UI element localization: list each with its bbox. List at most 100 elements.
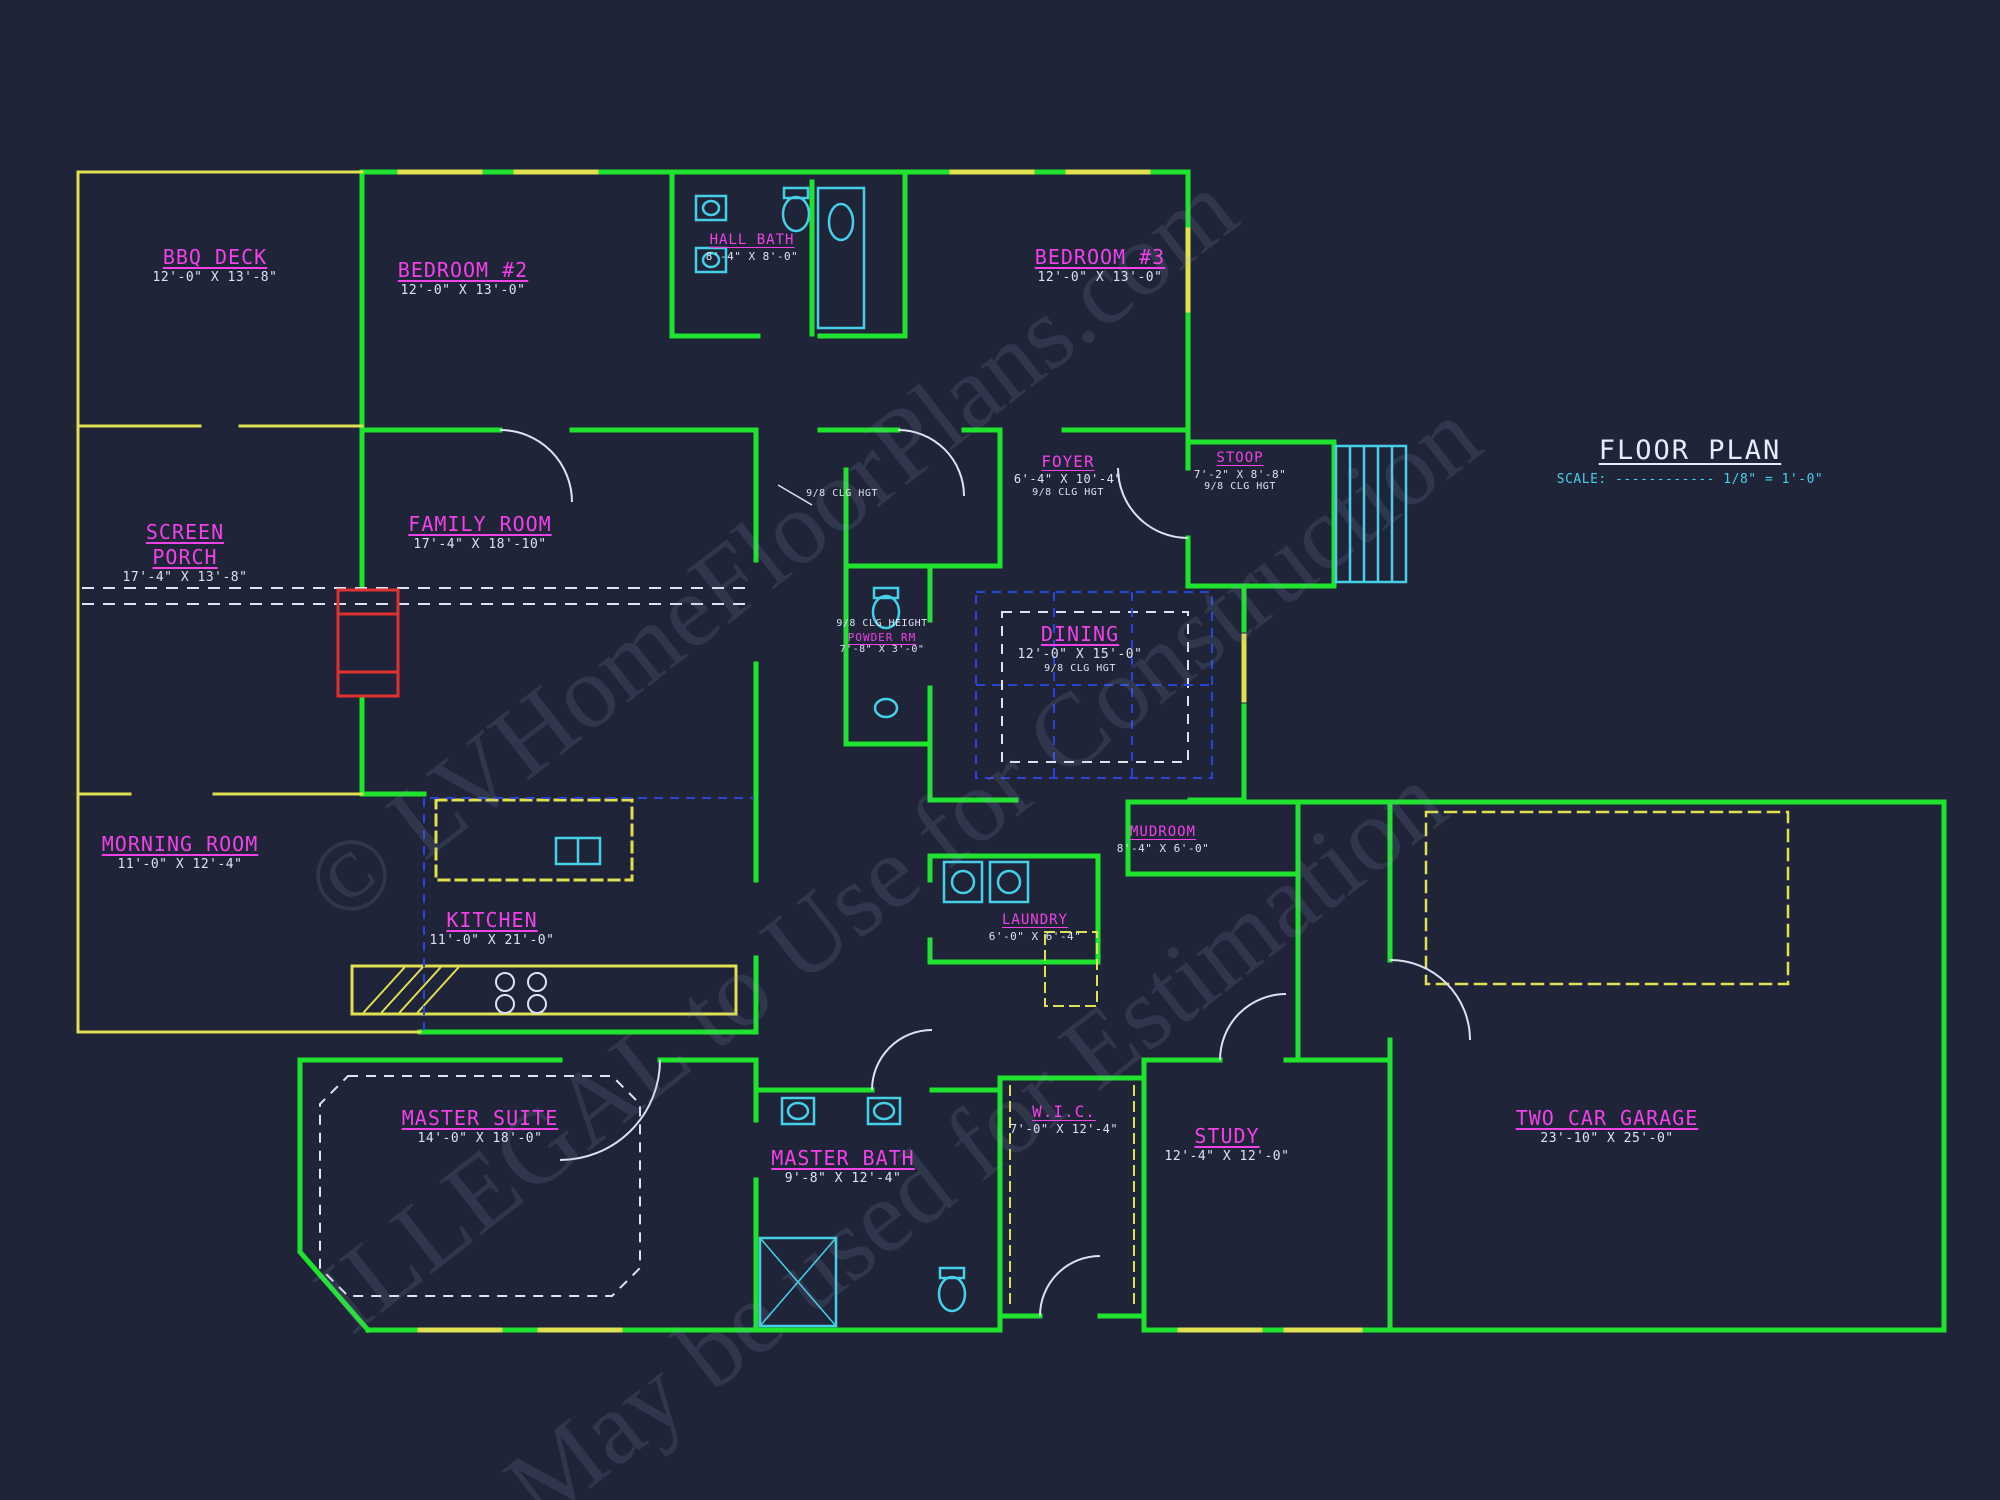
wic-shelving — [1009, 1085, 1135, 1309]
room-label-wic: W.I.C. 7'-0" X 12'-4" — [1010, 1102, 1118, 1137]
wall-hallbath-partitions — [669, 169, 908, 339]
mbath-sink1 — [780, 1096, 816, 1126]
stove-burner-3 — [495, 994, 515, 1014]
washer-door — [950, 869, 976, 895]
stoop-steps-lines — [1348, 446, 1394, 582]
hallbath-tub-drain — [827, 202, 855, 242]
kitchen-soffit-line — [423, 797, 754, 1030]
wall-garage — [1387, 799, 1947, 1333]
hallbath-sink1 — [694, 194, 728, 222]
room-label-garage: TWO CAR GARAGE 23'-10" X 25'-0" — [1516, 1106, 1699, 1147]
room-name-stoop: STOOP — [1216, 450, 1264, 466]
stove-burner-2 — [527, 972, 547, 992]
dining-rug-outline — [975, 591, 1213, 779]
mbath-sink1-bowl — [786, 1101, 810, 1121]
room-dims-laundry: 6'-0" X 6'-4" — [988, 929, 1082, 943]
garage-door-outline — [1424, 810, 1790, 986]
mbath-toilet-tank — [938, 1266, 966, 1280]
room-label-foyer: FOYER 6'-4" X 10'-4" 9/8 CLG HGT — [1014, 452, 1122, 500]
mbath-toilet-icon — [937, 1275, 967, 1313]
room-name-foyer: FOYER — [1041, 452, 1095, 471]
lines-white — [82, 429, 1471, 1317]
wall-mudroom — [1125, 799, 1301, 877]
room-label-screen-porch: SCREEN PORCH 17'-4" X 13'-8" — [115, 520, 255, 586]
room-name-kitchen: KITCHEN — [446, 908, 538, 932]
dryer-door — [996, 869, 1022, 895]
wall-study — [1141, 1057, 1393, 1333]
door-swing-front-door — [1117, 467, 1189, 539]
room-name-screen-porch: SCREEN PORCH — [145, 520, 225, 569]
powder-sink-icon — [873, 697, 899, 719]
stove-burner-1 — [495, 972, 515, 992]
plan-title-scale: SCALE: ------------ 1/8" = 1'-0" — [1556, 472, 1824, 487]
wall-laundry — [927, 853, 1101, 965]
room-name-family-room: FAMILY ROOM — [408, 512, 552, 536]
room-name-powder-rm: POWDER RM — [847, 630, 917, 644]
room-dims-kitchen: 11'-0" X 21'-0" — [429, 933, 555, 948]
walls-green — [297, 169, 1947, 1334]
hall-closet — [1044, 931, 1098, 1007]
master-tray-ceiling — [319, 1075, 641, 1297]
room-label-bbq-deck: BBQ DECK 12'-0" X 13'-8" — [153, 245, 278, 286]
door-swing-garage — [1389, 959, 1471, 1041]
room-name-dining: DINING — [1040, 622, 1120, 646]
door-swing-bedroom3 — [897, 429, 965, 497]
room-name-master-suite: MASTER SUITE — [401, 1106, 559, 1130]
door-swing-master-bath — [871, 1029, 933, 1091]
dining-rug-grid — [976, 592, 1212, 778]
stove-burner-4 — [527, 994, 547, 1014]
mbath-sink2 — [866, 1096, 902, 1126]
door-swing-study — [1219, 993, 1287, 1061]
room-name-morning-room: MORNING ROOM — [101, 832, 259, 856]
hallbath-tub — [816, 186, 866, 330]
wall-garage-hall — [1295, 799, 1393, 1063]
powder-toilet-icon — [871, 594, 901, 630]
room-label-study: STUDY 12'-4" X 12'-0" — [1165, 1124, 1290, 1165]
plan-title-text: FLOOR PLAN — [1598, 435, 1782, 466]
door-swing-bedroom2 — [499, 429, 573, 503]
wall-top-band-outer — [359, 169, 1191, 433]
room-dims-dining: 12'-0" X 15'-0" — [1017, 647, 1143, 662]
fireplace-inner — [338, 612, 398, 674]
room-note-foyer: 9/8 CLG HGT — [1032, 487, 1104, 498]
room-dims-bedroom-3: 12'-0" X 13'-0" — [1037, 270, 1163, 285]
room-label-bedroom-2: BEDROOM #2 12'-0" X 13'-0" — [398, 258, 528, 299]
fireplace — [336, 588, 400, 698]
room-label-kitchen: KITCHEN 11'-0" X 21'-0" — [430, 908, 555, 949]
wall-dining — [927, 563, 1247, 803]
room-name-garage: TWO CAR GARAGE — [1515, 1106, 1699, 1130]
wall-master — [297, 1057, 1003, 1334]
room-dims-powder-rm: 7'-8" X 3'-0" — [839, 644, 925, 656]
mbath-sink2-bowl — [872, 1101, 896, 1121]
fixtures-cyan — [554, 186, 1408, 1328]
kitchen-counter-hatch — [362, 966, 460, 1014]
room-name-wic: W.I.C. — [1032, 1102, 1096, 1121]
room-name-mudroom: MUDROOM — [1129, 824, 1196, 840]
room-label-dining: DINING 12'-0" X 15'-0" 9/8 CLG HGT — [1018, 622, 1143, 676]
room-name-bedroom-2: BEDROOM #2 — [397, 258, 529, 282]
hallbath-toilet-tank — [782, 186, 810, 200]
stoop-steps-outline — [1334, 444, 1408, 584]
wall-master-bath — [753, 1087, 1003, 1333]
room-name-bedroom-3: BEDROOM #3 — [1034, 245, 1166, 269]
door-swing-wic — [1039, 1255, 1101, 1317]
ceiling-note-arrow — [777, 484, 813, 506]
room-note-powder-rm: 9/8 CLG HEIGHT — [836, 618, 928, 629]
room-dims-study: 12'-4" X 12'-0" — [1164, 1149, 1290, 1164]
room-name-laundry: LAUNDRY — [1001, 912, 1068, 928]
dryer-icon — [988, 860, 1030, 904]
kitchen-island — [434, 798, 634, 882]
room-dims-bedroom-2: 12'-0" X 13'-0" — [400, 283, 526, 298]
fireplace-box — [336, 588, 400, 698]
room-label-morning-room: MORNING ROOM 11'-0" X 12'-4" — [102, 832, 259, 873]
room-dims-master-suite: 14'-0" X 18'-0" — [417, 1131, 543, 1146]
room-label-master-suite: MASTER SUITE 14'-0" X 18'-0" — [402, 1106, 559, 1147]
room-dims-foyer: 6'-4" X 10'-4" — [1013, 472, 1123, 486]
room-label-hall-bath: HALL BATH 8'-4" X 8'-0" — [706, 232, 799, 263]
room-dims-hall-bath: 8'-4" X 8'-0" — [705, 249, 799, 263]
room-label-mudroom: MUDROOM 8'-4" X 6'-0" — [1117, 824, 1210, 855]
plan-title: FLOOR PLAN SCALE: ------------ 1/8" = 1'… — [1557, 435, 1823, 487]
washer-icon — [942, 860, 984, 904]
